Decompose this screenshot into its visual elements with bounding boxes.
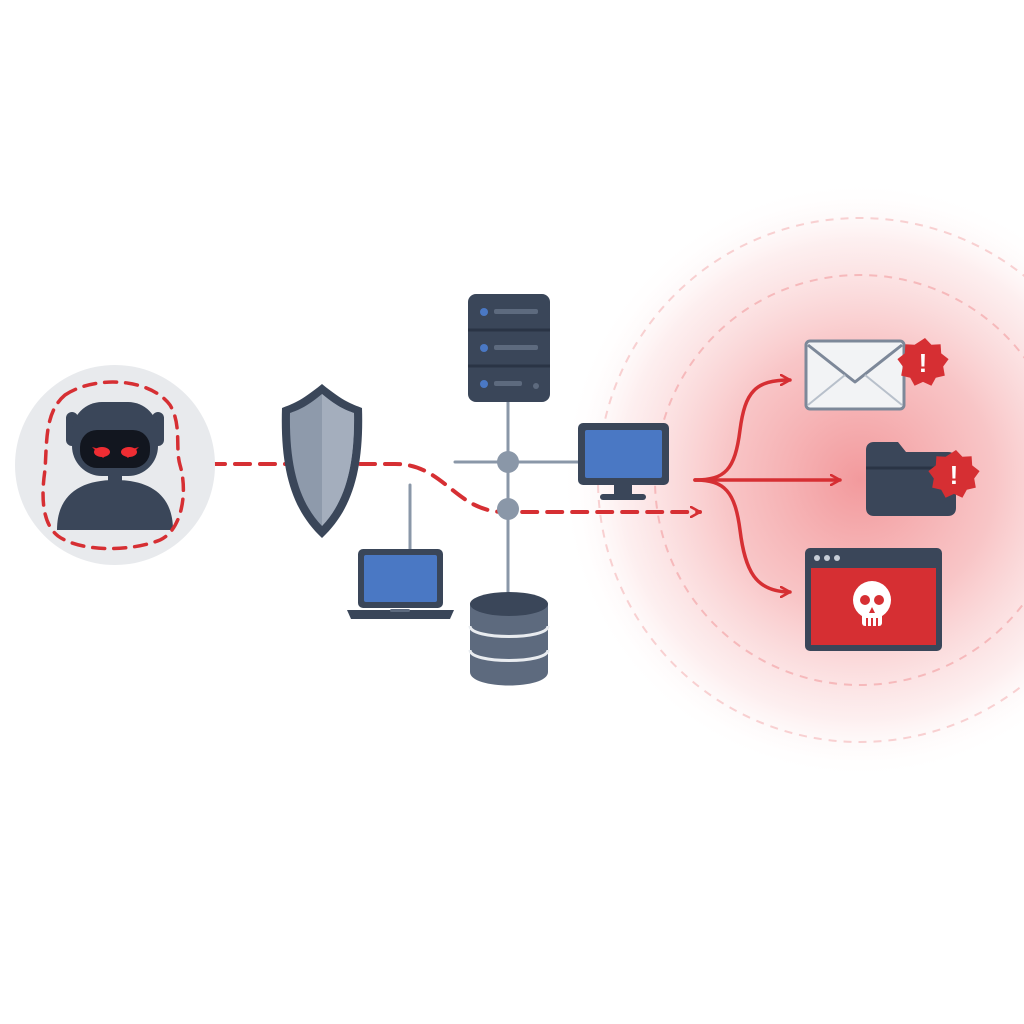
database-icon (468, 592, 550, 686)
laptop-icon (347, 549, 454, 619)
branch-arrows (693, 380, 842, 592)
alert-glyph: ! (950, 460, 959, 490)
skull-icon (853, 581, 891, 626)
attacker-node (15, 365, 215, 565)
attacker-outline (41, 380, 186, 551)
target-email: ! (804, 338, 949, 411)
attack-path (208, 462, 702, 512)
alert-badge-icon: ! (928, 450, 980, 498)
desktop-monitor-icon (578, 423, 669, 500)
shield-icon (281, 384, 363, 538)
network-hub (497, 451, 519, 520)
skull-browser-icon (805, 548, 942, 651)
alert-glyph: ! (919, 348, 928, 378)
malicious-bot-icon (57, 402, 173, 530)
alert-badge-icon: ! (897, 338, 949, 386)
target-folder: ! (866, 442, 980, 516)
envelope-icon (804, 339, 906, 411)
target-browser (805, 548, 942, 651)
server-rack-icon (468, 294, 550, 402)
